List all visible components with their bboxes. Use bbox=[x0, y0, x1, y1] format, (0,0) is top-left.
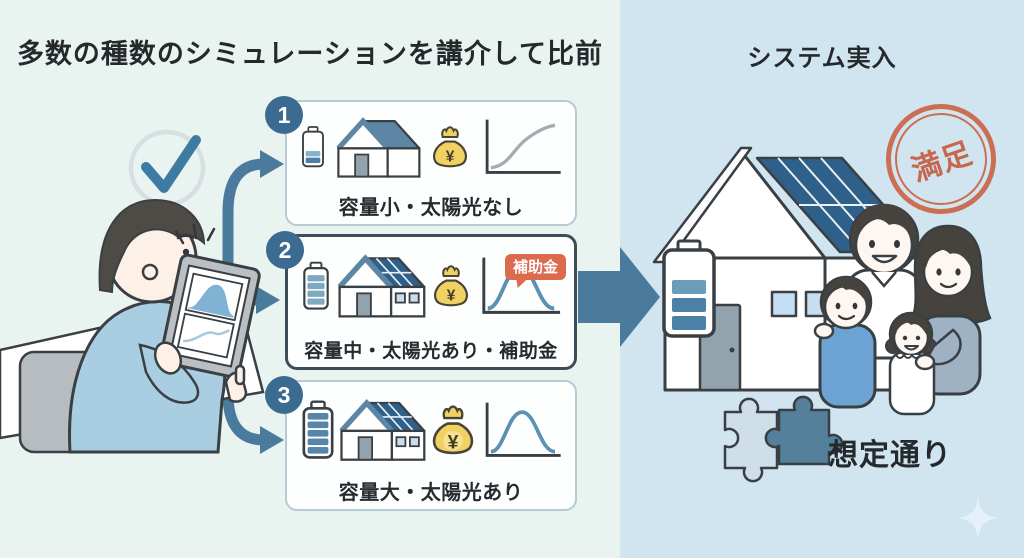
card-icons-row: ¥ bbox=[301, 382, 565, 477]
puzzle-pieces-icon bbox=[723, 395, 844, 483]
card-number-badge: 3 bbox=[265, 376, 303, 414]
battery-full-icon bbox=[302, 399, 334, 459]
house-solar-icon bbox=[339, 398, 426, 461]
mother-hand bbox=[914, 353, 936, 371]
simulation-card-2: 2 補助金 bbox=[266, 231, 577, 370]
card-label: 容量中・太陽光あり・補助金 bbox=[304, 341, 558, 362]
tablet-icon bbox=[159, 253, 261, 379]
card-label: 容量小・太陽光なし bbox=[338, 197, 524, 219]
money-bag-icon: ¥ bbox=[433, 126, 468, 168]
svg-text:¥: ¥ bbox=[446, 149, 455, 166]
hands bbox=[153, 341, 248, 403]
card-number-badge: 2 bbox=[266, 231, 304, 269]
father-hand bbox=[813, 322, 835, 340]
card-icons-row: ¥ bbox=[301, 102, 565, 192]
money-bag-large-icon: ¥ bbox=[432, 404, 474, 454]
svg-text:¥: ¥ bbox=[447, 288, 456, 305]
arrow-to-card-1 bbox=[222, 150, 284, 314]
person-ear bbox=[141, 263, 159, 281]
battery-medium-icon bbox=[303, 261, 329, 310]
big-arrow-to-result bbox=[578, 247, 660, 347]
card-icons-row: ¥ bbox=[302, 237, 564, 335]
left-panel-title: 多数の種数のシミュレーションを講介して比前 bbox=[16, 39, 604, 69]
card-number-badge: 1 bbox=[265, 96, 303, 134]
puzzle-piece-left bbox=[723, 397, 779, 483]
stamp-text: 満足 bbox=[907, 136, 977, 189]
sparkle-ticks bbox=[174, 223, 216, 245]
family-illustration bbox=[813, 203, 992, 416]
right-panel-title: システム実入 bbox=[747, 45, 897, 72]
person-eye bbox=[182, 248, 190, 256]
house-no-solar-icon bbox=[336, 116, 421, 178]
money-bag-icon: ¥ bbox=[434, 265, 469, 307]
result-battery-icon bbox=[662, 239, 716, 338]
outcome-text: 想定通り bbox=[828, 439, 952, 472]
svg-text:¥: ¥ bbox=[448, 431, 459, 453]
puzzle-piece-right bbox=[764, 395, 844, 466]
simulation-card-3: 3 bbox=[265, 376, 577, 511]
subsidy-callout: 補助金 bbox=[504, 254, 566, 280]
bell-curve-chart-icon bbox=[485, 402, 561, 457]
sparkle-icon bbox=[958, 498, 998, 538]
house-solar-icon bbox=[337, 254, 426, 318]
battery-low-icon bbox=[302, 126, 324, 168]
growth-curve-chart-icon bbox=[485, 119, 561, 174]
simulation-card-1: 1 ¥ bbox=[265, 96, 577, 226]
window bbox=[770, 290, 798, 318]
card-label: 容量大・太陽光あり bbox=[338, 482, 524, 504]
